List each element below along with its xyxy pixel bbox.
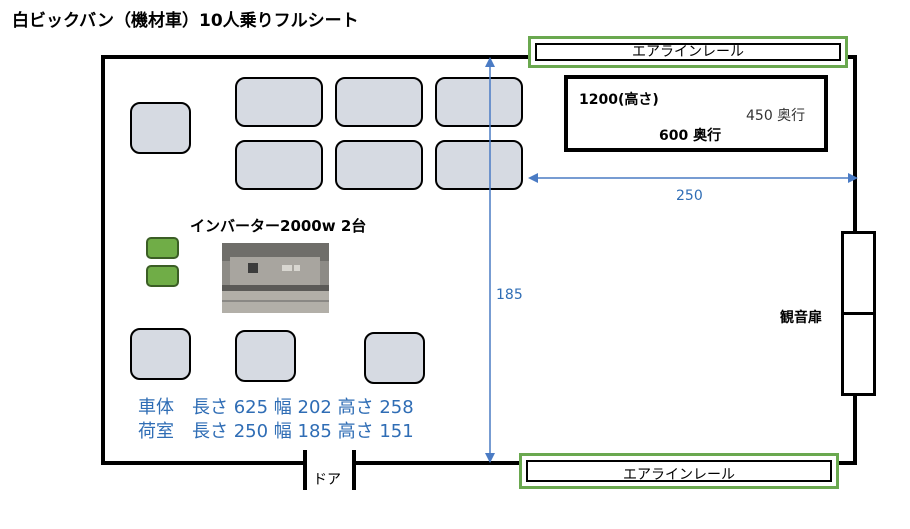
door-post-left <box>303 450 307 490</box>
passenger-seat <box>130 328 191 380</box>
driver-seat <box>130 102 191 154</box>
seat <box>435 77 523 127</box>
seat <box>435 140 523 190</box>
cargo-height-label: 1200(高さ) <box>579 92 659 108</box>
bottom-airline-rail: エアラインレール <box>519 453 839 489</box>
cargo-depth-label-bold: 600 奥行 <box>659 128 722 144</box>
cargo-depth-label: 450 奥行 <box>746 108 806 124</box>
width-measure-arrow <box>528 173 858 183</box>
top-airline-rail: エアラインレール <box>528 36 848 68</box>
door-label: ドア <box>313 472 341 488</box>
door-opening <box>307 461 352 469</box>
rear-door-upper <box>841 231 876 315</box>
inverter-label: インバーター2000w 2台 <box>190 217 367 235</box>
length-measure-label: 185 <box>496 287 523 303</box>
cargo-dimensions: 荷室 長さ 250 幅 185 高さ 151 <box>138 421 414 442</box>
rear-door-lower <box>841 312 876 396</box>
page-title: 白ビックバン（機材車）10人乗りフルシート <box>12 11 359 31</box>
top-rail-track <box>535 43 841 61</box>
seat <box>235 330 296 382</box>
length-measure-arrow <box>485 57 495 463</box>
width-measure-label: 250 <box>676 188 703 204</box>
seat <box>364 332 425 384</box>
body-dimensions: 車体 長さ 625 幅 202 高さ 258 <box>138 397 414 418</box>
bottom-rail-track <box>526 460 832 482</box>
battery <box>146 265 179 287</box>
seat <box>335 140 423 190</box>
inverter-photo <box>222 243 329 313</box>
bottom-rail-label: エアラインレール <box>623 467 735 483</box>
seat <box>235 140 323 190</box>
cargo-box <box>564 75 828 152</box>
door-post-right <box>352 450 356 490</box>
seat <box>335 77 423 127</box>
top-rail-label: エアラインレール <box>632 44 744 60</box>
battery <box>146 237 179 259</box>
rear-door-label: 観音扉 <box>780 310 822 326</box>
seat <box>235 77 323 127</box>
inverter-photo-art <box>222 243 329 313</box>
